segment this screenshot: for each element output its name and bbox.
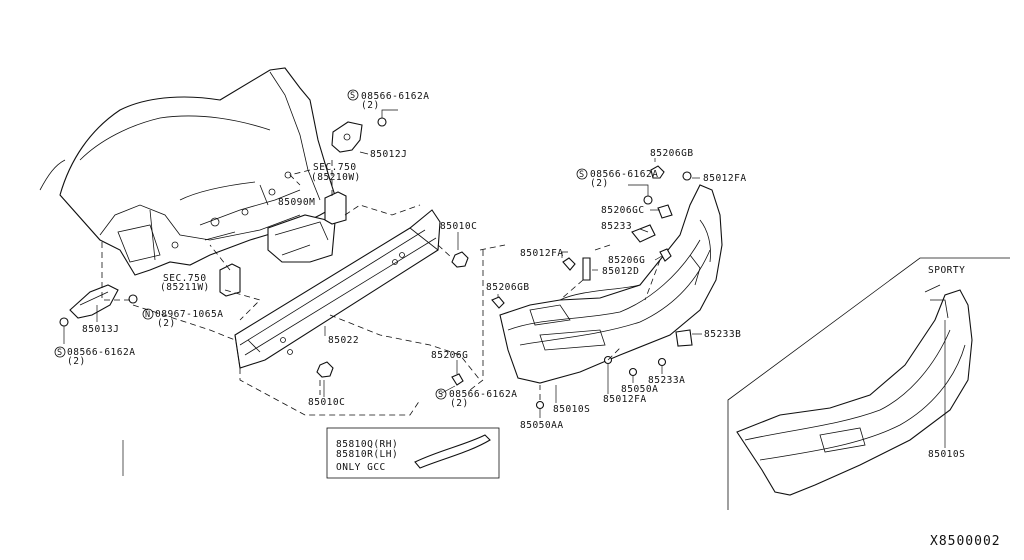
bracket-85012j — [331, 121, 363, 153]
leader-lines — [63, 109, 946, 476]
label-85012fa-low: 85012FA — [603, 394, 647, 405]
label-qty-left: (2) — [67, 356, 86, 367]
diagram-id: X8500002 — [930, 534, 1001, 549]
inset-line-lh: 85810R(LH) — [336, 449, 398, 460]
assembly-lines — [101, 160, 661, 416]
stay-right — [324, 191, 347, 225]
label-85206g-right: 85206G — [608, 255, 645, 266]
label-85012j: 85012J — [370, 149, 407, 160]
label-sporty: SPORTY — [928, 265, 965, 276]
fasteners — [59, 117, 693, 410]
label-85206gb-mid: 85206GB — [486, 282, 530, 293]
label-85013j: 85013J — [82, 324, 119, 335]
inset-line-gcc: ONLY GCC — [336, 462, 386, 473]
label-08566-6162a-top: 08566-6162A — [361, 91, 429, 102]
bracket-85090m — [267, 214, 336, 263]
s-symbol: S — [579, 170, 585, 180]
label-85012fa-right: 85012FA — [703, 173, 747, 184]
label-08566-6162a-left: 08566-6162A — [67, 347, 135, 358]
s-symbol: S — [350, 91, 356, 101]
label-85090m: 85090M — [278, 197, 315, 208]
label-85010s-main: 85010S — [553, 404, 590, 415]
rear-body-panel — [39, 67, 339, 276]
label-sec750-top-ref: (85210W) — [311, 172, 361, 183]
symbols: S N S S S — [54, 89, 588, 400]
label-85206g-low: 85206G — [431, 350, 468, 361]
label-qty-right: (2) — [590, 178, 609, 189]
part-labels: 08566-6162A (2) 85012J SEC.750 (85210W) … — [67, 91, 965, 460]
label-85010c-top: 85010C — [440, 221, 477, 232]
stay-left — [219, 263, 241, 297]
sporty-frame — [727, 257, 1010, 510]
label-08566-6162a-bot: 08566-6162A — [449, 389, 517, 400]
s-symbol: S — [57, 348, 63, 358]
label-qty-08967: (2) — [157, 318, 176, 329]
label-85206gc: 85206GC — [601, 205, 645, 216]
label-08967-1065a: 08967-1065A — [155, 309, 223, 320]
label-85012fa-mid: 85012FA — [520, 248, 564, 259]
label-85050a: 85050A — [621, 384, 658, 395]
label-sec750-bot-ref: (85211W) — [160, 282, 210, 293]
label-85233a: 85233A — [648, 375, 685, 386]
n-symbol: N — [145, 310, 151, 320]
label-08566-6162a-right: 08566-6162A — [590, 169, 658, 180]
s-symbol: S — [438, 390, 444, 400]
finisher-inset-box — [326, 427, 500, 479]
label-85233b: 85233B — [704, 329, 741, 340]
inset-text: 85810Q(RH) 85810R(LH) ONLY GCC — [336, 439, 398, 473]
bumper-sporty-85010s — [736, 284, 973, 496]
label-85206gb-top: 85206GB — [650, 148, 694, 159]
label-85010c-bot: 85010C — [308, 397, 345, 408]
inset-line-rh: 85810Q(RH) — [336, 439, 398, 450]
bumper-fascia-85010s — [499, 184, 723, 384]
bracket-85013j — [69, 284, 119, 319]
label-qty-top: (2) — [361, 100, 380, 111]
label-sec750-bot: SEC.750 — [163, 273, 207, 284]
reinforcement-beam-85022 — [234, 209, 441, 369]
label-85233: 85233 — [601, 221, 632, 232]
label-85050aa: 85050AA — [520, 420, 564, 431]
label-85012d: 85012D — [602, 266, 639, 277]
label-sec750-top: SEC.750 — [313, 162, 357, 173]
label-85022: 85022 — [328, 335, 359, 346]
label-85010s-sporty: 85010S — [928, 449, 965, 460]
label-qty-bot: (2) — [450, 398, 469, 409]
